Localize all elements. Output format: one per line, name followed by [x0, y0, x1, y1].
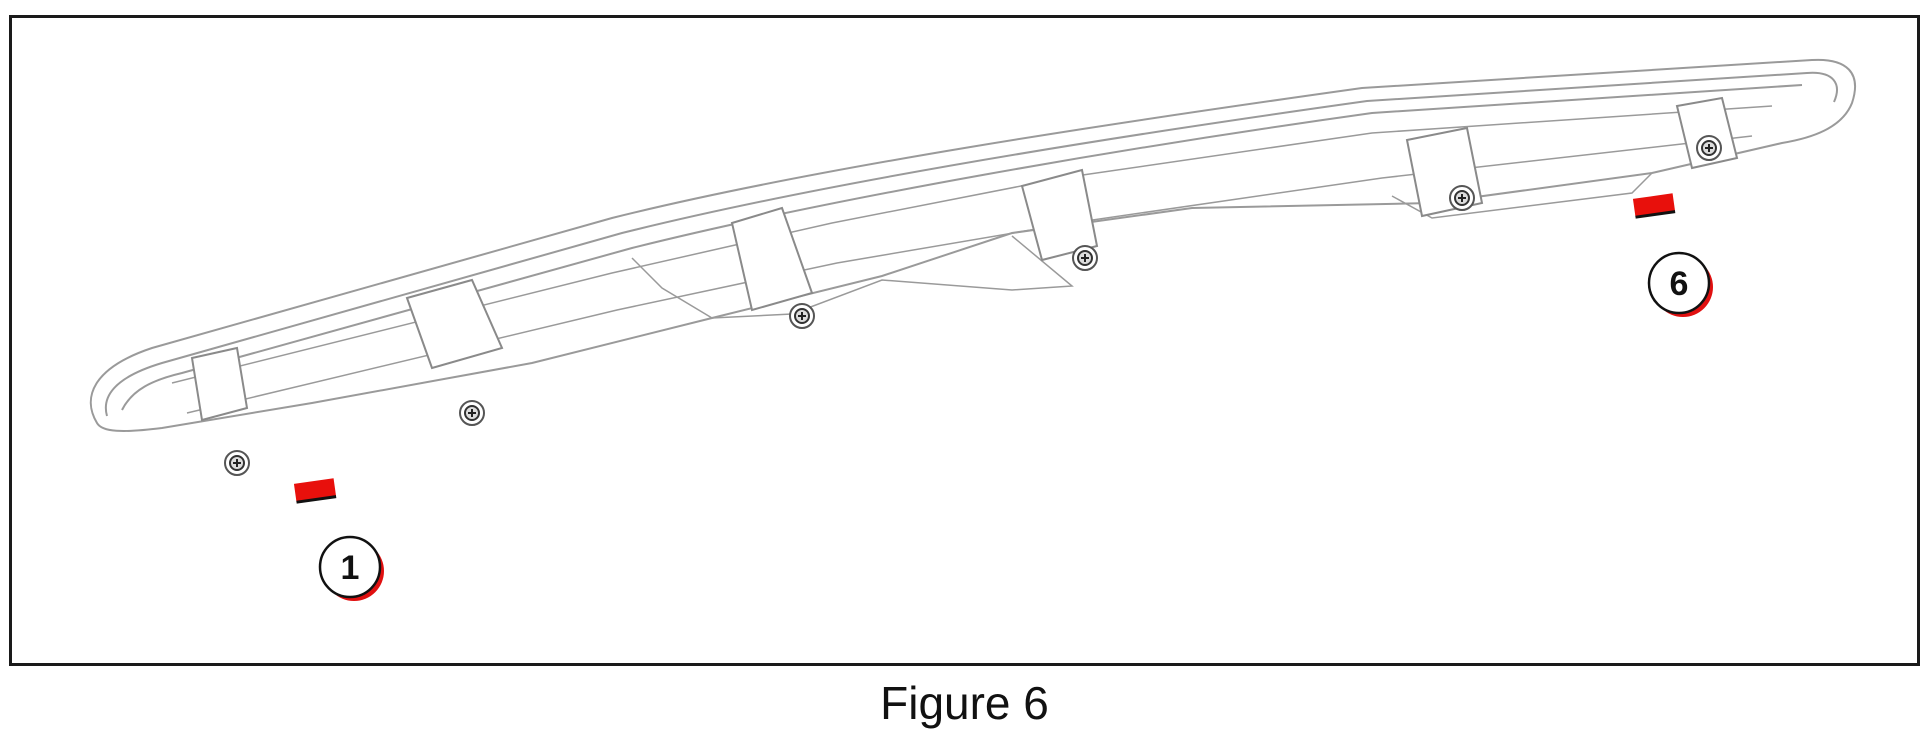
- trim-panel-drawing: 1 6: [89, 58, 1857, 601]
- mounting-bosses: [190, 96, 1739, 422]
- figure-caption: Figure 6: [880, 677, 1049, 729]
- adhesive-tape-marker: [293, 193, 1676, 504]
- callout-1-label: 1: [341, 549, 360, 587]
- callout-1: 1: [318, 535, 384, 601]
- callout-6: 6: [1647, 251, 1713, 317]
- trim-panel-outline: [89, 58, 1857, 432]
- figure-frame: 1 6: [9, 15, 1920, 666]
- callout-6-label: 6: [1670, 265, 1689, 303]
